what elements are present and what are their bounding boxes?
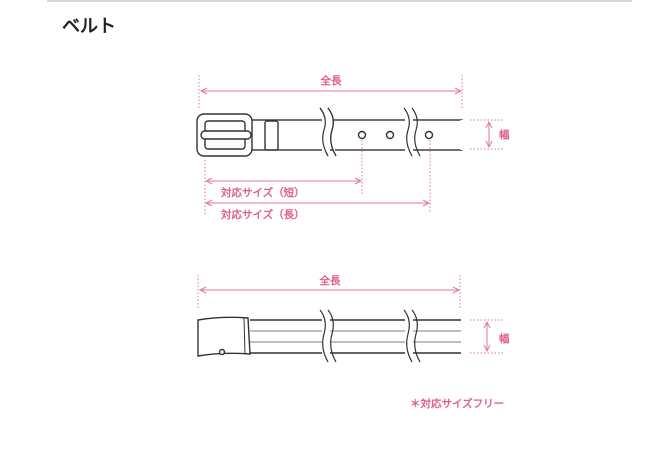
buckle-icon xyxy=(197,316,251,357)
belt-hole xyxy=(424,130,434,140)
width-label: 幅 xyxy=(499,332,510,345)
gacha-belt-diagram: 全長 幅 ＊対応サイズフリー xyxy=(197,274,510,410)
break-mark xyxy=(319,309,337,363)
total-length-label: 全長 xyxy=(320,74,342,87)
belt-hole xyxy=(357,130,367,140)
size-long-label: 対応サイズ（長） xyxy=(220,208,305,221)
size-short-label: 対応サイズ（短） xyxy=(220,186,305,199)
buckle-belt-diagram: 全長 幅 対応サイズ（短） 対応サイズ（長） xyxy=(196,74,510,221)
top-divider xyxy=(47,0,632,2)
break-mark xyxy=(403,309,421,363)
size-free-note: ＊対応サイズフリー xyxy=(410,397,504,410)
total-length-label: 全長 xyxy=(319,274,341,287)
width-label: 幅 xyxy=(499,128,510,141)
belt-keeper xyxy=(264,120,279,151)
belt-hole xyxy=(385,130,395,140)
page-title: ベルト xyxy=(62,16,116,37)
break-mark xyxy=(403,107,421,157)
